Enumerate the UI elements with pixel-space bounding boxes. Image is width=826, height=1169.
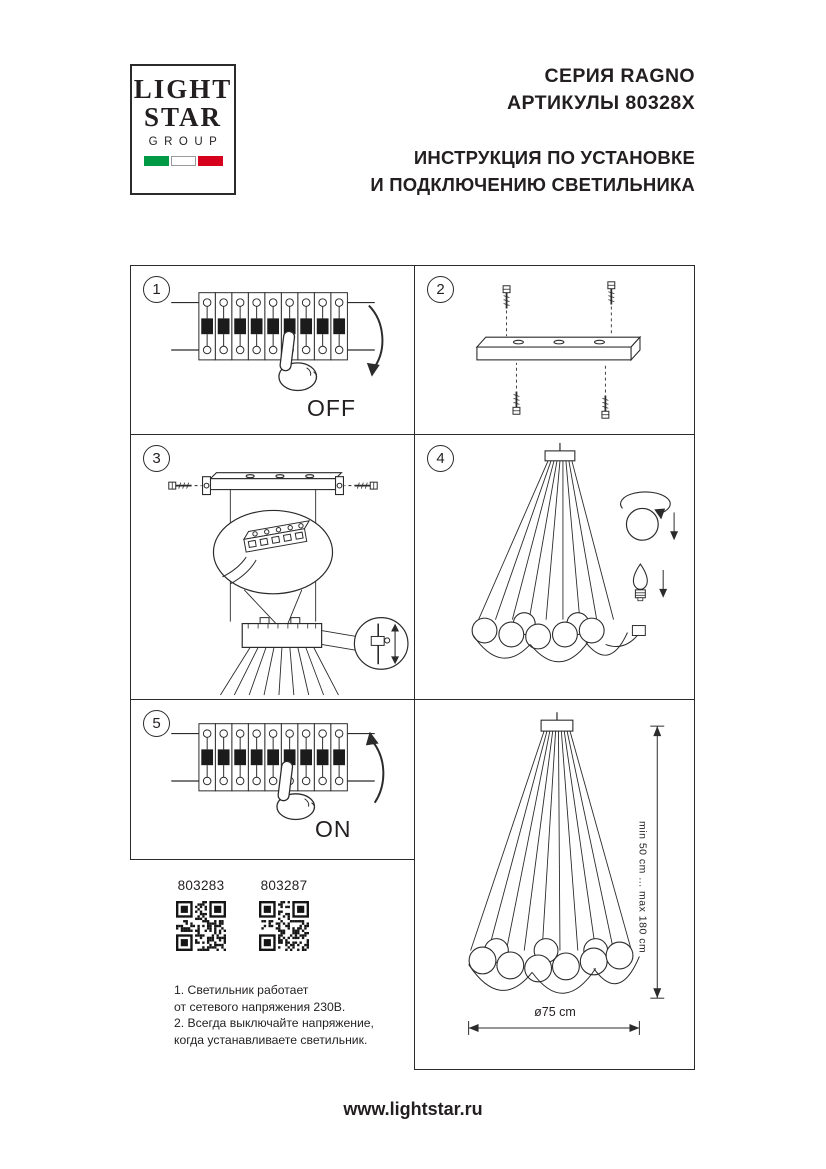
flag-red	[197, 156, 223, 167]
ceiling-bracket	[201, 472, 345, 496]
cords-fan	[470, 730, 632, 951]
step5-panel: 5 ON	[130, 699, 415, 860]
diameter-dimension-line	[468, 1021, 640, 1035]
assembly-illustration	[471, 442, 679, 663]
circuit-breaker-strip	[198, 723, 348, 792]
chandelier-dimensions-illustration	[468, 712, 665, 1035]
qr-notes-section: 803283 803287 1. Светильник работает от …	[130, 860, 415, 1070]
switch-up-arrow-icon	[365, 731, 385, 804]
note-line: когда устанавливаете светильник.	[174, 1032, 368, 1047]
arm-swags	[472, 632, 628, 663]
step-number-badge: 1	[143, 276, 170, 303]
bulb-detail	[632, 563, 668, 602]
qr-code	[259, 901, 309, 951]
flag-white	[170, 156, 196, 167]
arm-swags	[468, 956, 640, 994]
step1-panel: 1 OFF	[130, 265, 415, 435]
terminal-block-magnifier	[212, 509, 334, 595]
mounting-bracket-illustration	[475, 280, 642, 420]
ceiling-bracket	[475, 335, 642, 362]
height-dimension-line	[650, 725, 665, 999]
switch-state-label-on: ON	[315, 816, 352, 842]
safety-notes: 1. Светильник работает от сетевого напря…	[174, 982, 409, 1048]
instruction-title-line1: ИНСТРУКЦИЯ ПО УСТАНОВКЕ	[413, 147, 695, 168]
circuit-breaker-strip	[198, 292, 348, 361]
cable-clamp-magnifier	[353, 617, 409, 670]
cords-fan	[478, 460, 614, 620]
logo-text-light: LIGHT	[133, 74, 233, 104]
qr-block-803283: 803283	[170, 878, 232, 951]
ceiling-canopy	[241, 617, 323, 648]
sphere-rotate-detail	[620, 491, 679, 541]
step-number-badge: 4	[427, 445, 454, 472]
pointing-hand-icon	[276, 760, 316, 821]
step-number-badge: 2	[427, 276, 454, 303]
step-number-badge: 5	[143, 710, 170, 737]
series-title: СЕРИЯ RAGNO	[544, 65, 695, 87]
dimensions-panel: min 50 cm ... max 180 cm ø75 cm	[414, 699, 695, 1070]
qr-article-number: 803287	[260, 878, 308, 893]
flag-green	[143, 156, 169, 167]
italian-flag-stripes	[132, 156, 234, 167]
sphere-cluster	[471, 612, 605, 650]
step4-panel: 4	[414, 434, 695, 700]
cords-fan	[220, 647, 339, 696]
step-number-badge: 3	[143, 445, 170, 472]
wiring-illustration	[167, 472, 409, 696]
qr-article-number: 803283	[177, 878, 225, 893]
diameter-dimension-label: ø75 cm	[534, 1005, 576, 1019]
qr-block-803287: 803287	[253, 878, 315, 951]
articles-title: АРТИКУЛЫ 80328X	[507, 91, 695, 114]
qr-code	[176, 901, 226, 951]
logo-text-group: GROUP	[148, 136, 224, 149]
note-line: от сетевого напряжения 230В.	[174, 999, 346, 1014]
socket-detail	[605, 625, 646, 647]
logo-text-star: STAR	[143, 102, 223, 133]
step2-panel: 2	[414, 265, 695, 435]
breaker-on-illustration	[171, 723, 385, 821]
lightstar-logo: LIGHT STAR GROUP	[130, 64, 236, 195]
note-line: 2. Всегда выключайте напряжение,	[174, 1016, 374, 1030]
website-url: www.lightstar.ru	[343, 1099, 483, 1119]
height-dimension-label: min 50 cm ... max 180 cm	[636, 820, 649, 954]
note-line: 1. Светильник работает	[174, 983, 309, 997]
step3-panel: 3	[130, 434, 415, 700]
instruction-title-line2: И ПОДКЛЮЧЕНИЮ СВЕТИЛЬНИКА	[370, 173, 695, 195]
switch-state-label-off: OFF	[307, 395, 356, 421]
pointing-hand-icon	[278, 330, 318, 392]
header-titles: СЕРИЯ RAGNO АРТИКУЛЫ 80328X ИНСТРУКЦИЯ П…	[370, 63, 695, 198]
breaker-off-illustration	[171, 292, 384, 392]
switch-down-arrow-icon	[366, 304, 384, 377]
sphere-cluster	[468, 938, 634, 983]
